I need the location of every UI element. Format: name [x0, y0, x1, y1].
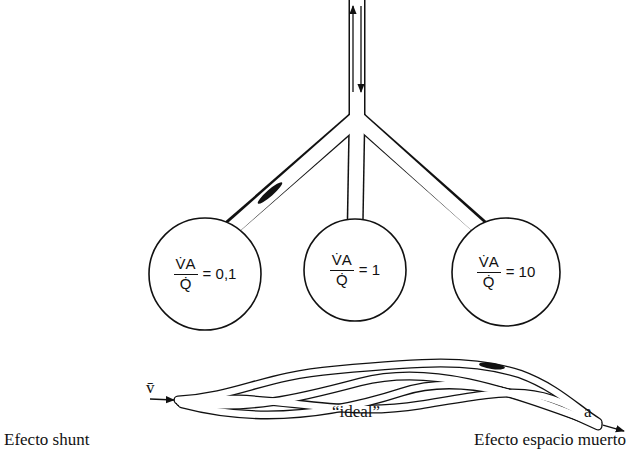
- ideal-label: “ideal”: [332, 402, 380, 422]
- alveolus-border: [452, 218, 560, 326]
- alveolus-circle: V̇AQ̇ = 10: [451, 217, 561, 327]
- ratio-text: V̇AQ̇ = 0,1: [174, 256, 237, 292]
- alveolus-circle: V̇AQ̇ = 0,1: [148, 217, 262, 331]
- capillary-obstruction: [479, 361, 506, 371]
- perfusion-symbol: Q̇: [180, 275, 192, 293]
- alveolus-border: [149, 218, 261, 330]
- alveolus-circle: V̇AQ̇ = 1: [303, 218, 407, 322]
- dead-space-label: Efecto espacio muerto: [474, 430, 626, 450]
- arterial-label: a: [584, 402, 592, 422]
- ratio-text: V̇AQ̇ = 1: [330, 252, 380, 288]
- airway-lumen: [226, 0, 486, 234]
- capillary-lumen: [178, 363, 598, 426]
- perfusion-symbol: Q̇: [483, 273, 495, 291]
- ventilation-symbol: V̇A: [330, 252, 354, 271]
- ventilation-symbol: V̇A: [477, 254, 501, 273]
- ratio-text: V̇AQ̇ = 10: [477, 254, 536, 290]
- inspiration-arrow: [352, 6, 353, 92]
- ratio-fraction: V̇AQ̇: [477, 254, 501, 290]
- ratio-value: = 10: [506, 264, 536, 281]
- ratio-value: = 1: [359, 262, 380, 279]
- shunt-label: Efecto shunt: [4, 430, 89, 450]
- venous-label: v̄: [146, 378, 155, 398]
- airway-obstruction: [256, 180, 284, 206]
- capillary-wall: [178, 363, 598, 426]
- ratio-fraction: V̇AQ̇: [174, 256, 198, 292]
- alveolus-border: [304, 219, 406, 321]
- ratio-value: = 0,1: [203, 266, 237, 283]
- ratio-fraction: V̇AQ̇: [330, 252, 354, 288]
- ventilation-symbol: V̇A: [174, 256, 198, 275]
- venous-inflow-arrow: [150, 399, 174, 400]
- perfusion-symbol: Q̇: [336, 271, 348, 289]
- expiration-arrow: [360, 6, 361, 92]
- alveolus-outline: [303, 218, 407, 322]
